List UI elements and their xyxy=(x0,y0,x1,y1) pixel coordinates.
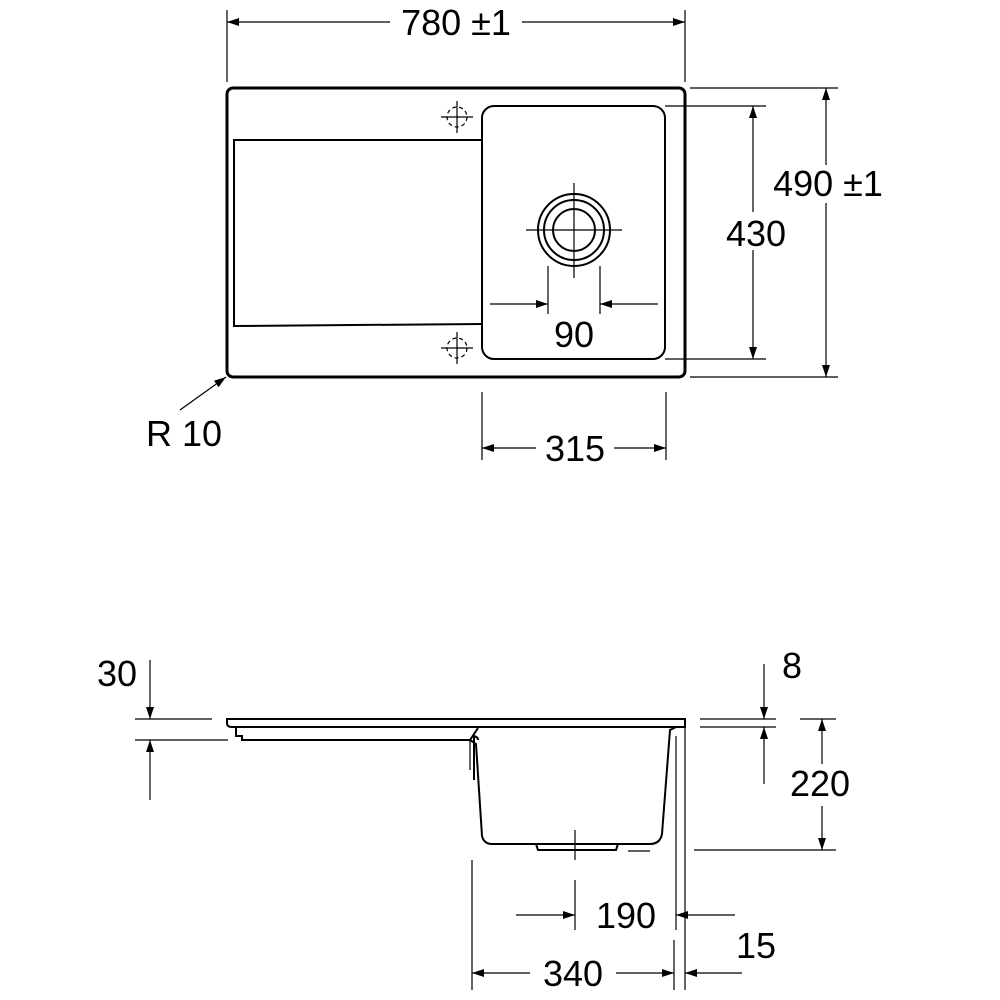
tap-hole-lower-icon xyxy=(441,332,473,364)
label-bowl-height: 220 xyxy=(790,763,850,804)
dim-drain-diameter: 90 xyxy=(490,266,658,355)
label-drain-offset: 190 xyxy=(596,895,656,936)
dim-bowl-outer-width: 340 xyxy=(471,860,675,994)
dim-rim-thickness: 8 xyxy=(700,645,802,784)
dim-bowl-height: 220 xyxy=(694,718,850,851)
drainer-area xyxy=(233,139,483,328)
label-overall-width: 780 ±1 xyxy=(401,2,511,43)
bowl-outer-side xyxy=(473,734,479,780)
label-rim-thickness: 8 xyxy=(782,645,802,686)
label-edge-offset: 15 xyxy=(736,925,776,966)
label-drain-diameter: 90 xyxy=(554,314,594,355)
drain-outlet-side xyxy=(535,843,619,851)
dim-overall-depth: 490 ±1 xyxy=(690,87,892,378)
drain-symbol xyxy=(526,183,622,278)
sink-outline-top xyxy=(225,86,687,379)
tap-hole-upper-icon xyxy=(441,101,473,133)
drainer-underside xyxy=(235,727,479,741)
label-overall-depth: 490 ±1 xyxy=(773,163,883,204)
label-bowl-outer-width: 340 xyxy=(543,953,603,994)
bowl-body-side xyxy=(469,726,677,845)
dim-drain-offset: 190 xyxy=(516,736,735,936)
dim-corner-radius: R 10 xyxy=(146,376,227,454)
side-view: 30 8 220 190 xyxy=(97,645,850,994)
dim-bowl-depth: 430 xyxy=(665,105,792,360)
label-drainer-offset: 30 xyxy=(97,653,137,694)
dim-bowl-width: 315 xyxy=(481,392,667,469)
dim-overall-width: 780 ±1 xyxy=(226,2,686,82)
label-bowl-width: 315 xyxy=(545,428,605,469)
dim-edge-offset: 15 xyxy=(684,727,776,990)
sink-rim-side xyxy=(226,718,686,728)
top-view: 780 ±1 490 ±1 430 90 xyxy=(146,2,892,469)
dim-drainer-offset: 30 xyxy=(97,653,228,800)
bowl-top xyxy=(481,105,666,360)
label-corner-radius: R 10 xyxy=(146,413,222,454)
label-bowl-depth: 430 xyxy=(726,213,786,254)
